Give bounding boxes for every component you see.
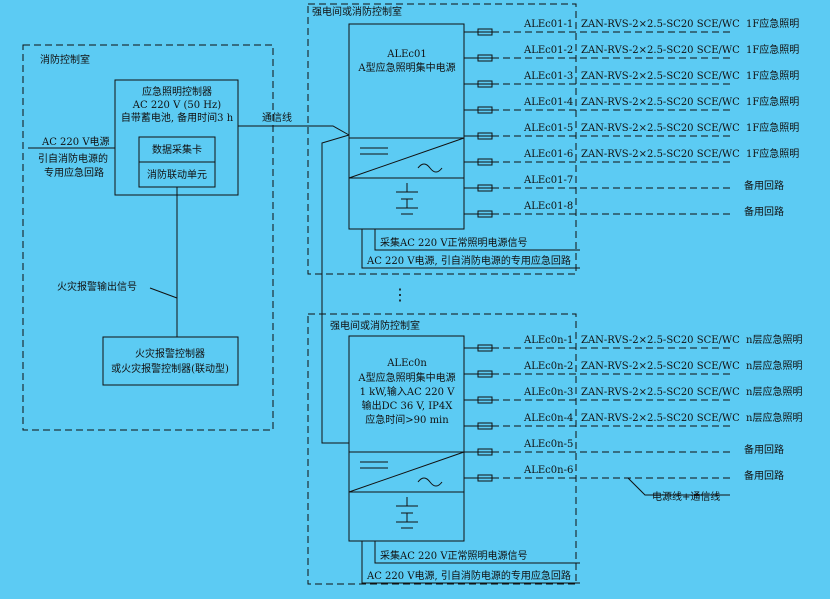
- panel2-power-line: [361, 541, 580, 584]
- panel1-circuit-load: 1F应急照明: [746, 69, 799, 82]
- panel2-converter-diagonal: [348, 451, 465, 493]
- fire-alarm-controller-line-2: 或火灾报警控制器(联动型): [111, 362, 229, 375]
- panel2-room-boundary: [307, 313, 577, 585]
- communication-line-to-panel-n: [321, 134, 350, 444]
- panel1-note-1: 采集AC 220 V正常照明电源信号: [380, 236, 528, 249]
- alarm-signal-leader: [149, 287, 178, 299]
- panel1-circuit-load: 1F应急照明: [746, 43, 799, 56]
- panel1-title-1: ALEc01: [386, 49, 427, 60]
- panel1-title-2: A型应急照明集中电源: [357, 61, 455, 74]
- fire-control-room-boundary: [22, 44, 274, 431]
- panel2-circuit-id: ALEc0n-3: [523, 387, 573, 398]
- panel2-circuit-cable: ZAN-RVS-2×2.5-SC20 SCE/WC: [581, 335, 740, 346]
- fire-alarm-controller: [102, 336, 239, 386]
- panel2-circuit-load: n层应急照明: [746, 359, 802, 372]
- panel1-circuit-id: ALEc01-8: [523, 201, 573, 212]
- panel1-note-2: AC 220 V电源, 引自消防电源的专用应急回路: [366, 254, 571, 267]
- communication-line-label: 通信线: [262, 111, 292, 124]
- panel1-circuit-cable: ZAN-RVS-2×2.5-SC20 SCE/WC: [581, 71, 740, 82]
- panel1-circuit-id: ALEc01-2: [523, 45, 573, 56]
- panel2-title-1: ALEc0n: [386, 358, 427, 369]
- panel2-circuit-load: 备用回路: [744, 469, 784, 482]
- panel2-circuit-cable: ZAN-RVS-2×2.5-SC20 SCE/WC: [581, 361, 740, 372]
- panel1-signal-line: [374, 229, 580, 251]
- panel2-circuit-cable: ZAN-RVS-2×2.5-SC20 SCE/WC: [581, 413, 740, 424]
- panel1-circuit-id: ALEc01-7: [523, 175, 573, 186]
- panel1-circuit-cable: ZAN-RVS-2×2.5-SC20 SCE/WC: [581, 149, 740, 160]
- panel2-circuit-id: ALEc0n-4: [523, 413, 573, 424]
- cable-note-label: 电源线+通信线: [652, 490, 720, 503]
- panel2-circuit-id: ALEc0n-6: [523, 465, 573, 476]
- panel2-circuit-id: ALEc0n-5: [523, 439, 573, 450]
- panel1-circuit-cable: ZAN-RVS-2×2.5-SC20 SCE/WC: [581, 97, 740, 108]
- panel1-circuit-load: 备用回路: [744, 179, 784, 192]
- panel2-note-2: AC 220 V电源, 引自消防电源的专用应急回路: [366, 569, 571, 582]
- panel1-converter-diagonal: [348, 137, 465, 179]
- panel2-title-2: A型应急照明集中电源: [357, 371, 455, 384]
- panel1-circuit-id: ALEc01-6: [523, 149, 573, 160]
- panel1-circuit-load: 1F应急照明: [746, 147, 799, 160]
- panel2-circuit-id: ALEc0n-1: [523, 335, 573, 346]
- panel1-power-line: [361, 229, 580, 269]
- panel2-ac-symbol: [417, 477, 443, 487]
- panel1-power-unit: [348, 23, 465, 230]
- panel1-circuit-id: ALEc01-3: [523, 71, 573, 82]
- panel1-room-label: 强电间或消防控制室: [312, 5, 402, 18]
- cable-note-leader: [627, 477, 730, 496]
- panel1-circuit-load: 1F应急照明: [746, 121, 799, 134]
- data-acquisition-card-label: 数据采集卡: [152, 143, 202, 156]
- panel2-title-3: 1 kW,输入AC 220 V: [360, 385, 456, 398]
- panel1-circuit-cable: ZAN-RVS-2×2.5-SC20 SCE/WC: [581, 45, 740, 56]
- controller-line-3: 自带蓄电池, 备用时间3 h: [121, 111, 234, 124]
- panel1-circuit-id: ALEc01-1: [523, 19, 573, 30]
- controller-line-1: 应急照明控制器: [142, 85, 212, 98]
- ellipsis: ⋮: [392, 285, 408, 304]
- panel1-circuit-load: 1F应急照明: [746, 95, 799, 108]
- panel2-title-5: 应急时间>90 min: [365, 413, 449, 426]
- panel2-signal-line: [374, 541, 580, 564]
- panel1-circuit-id: ALEc01-5: [523, 123, 573, 134]
- panel2-circuit-load: n层应急照明: [746, 385, 802, 398]
- fire-control-room-label: 消防控制室: [40, 53, 90, 66]
- panel2-circuit-load: n层应急照明: [746, 333, 802, 346]
- communication-line: [238, 125, 350, 136]
- panel1-circuit-cable: ZAN-RVS-2×2.5-SC20 SCE/WC: [581, 19, 740, 30]
- ac-power-label-3: 专用应急回路: [44, 166, 104, 179]
- panel1-room-boundary: [307, 3, 577, 275]
- ac-power-label-2: 引自消防电源的: [38, 152, 108, 165]
- panel1-circuit-id: ALEc01-4: [523, 97, 573, 108]
- ac-power-label-1: AC 220 V电源: [41, 135, 110, 148]
- panel1-circuit-load: 1F应急照明: [746, 17, 799, 30]
- alarm-signal-label: 火灾报警输出信号: [57, 280, 137, 293]
- panel2-room-label: 强电间或消防控制室: [330, 319, 420, 332]
- panel2-power-unit: [348, 335, 465, 542]
- panel2-circuit-cable: ZAN-RVS-2×2.5-SC20 SCE/WC: [581, 387, 740, 398]
- panel2-circuit-load: n层应急照明: [746, 411, 802, 424]
- panel1-ac-symbol: [417, 163, 443, 173]
- controller-line-2: AC 220 V (50 Hz): [132, 100, 222, 111]
- panel2-note-1: 采集AC 220 V正常照明电源信号: [380, 549, 528, 562]
- linkage-unit-label: 消防联动单元: [147, 168, 207, 181]
- panel2-title-4: 输出DC 36 V, IP4X: [362, 399, 454, 412]
- panel2-circuit-load: 备用回路: [744, 443, 784, 456]
- fire-alarm-controller-line-1: 火灾报警控制器: [135, 347, 205, 360]
- panel2-circuit-id: ALEc0n-2: [523, 361, 573, 372]
- panel1-circuit-cable: ZAN-RVS-2×2.5-SC20 SCE/WC: [581, 123, 740, 134]
- panel1-circuit-load: 备用回路: [744, 205, 784, 218]
